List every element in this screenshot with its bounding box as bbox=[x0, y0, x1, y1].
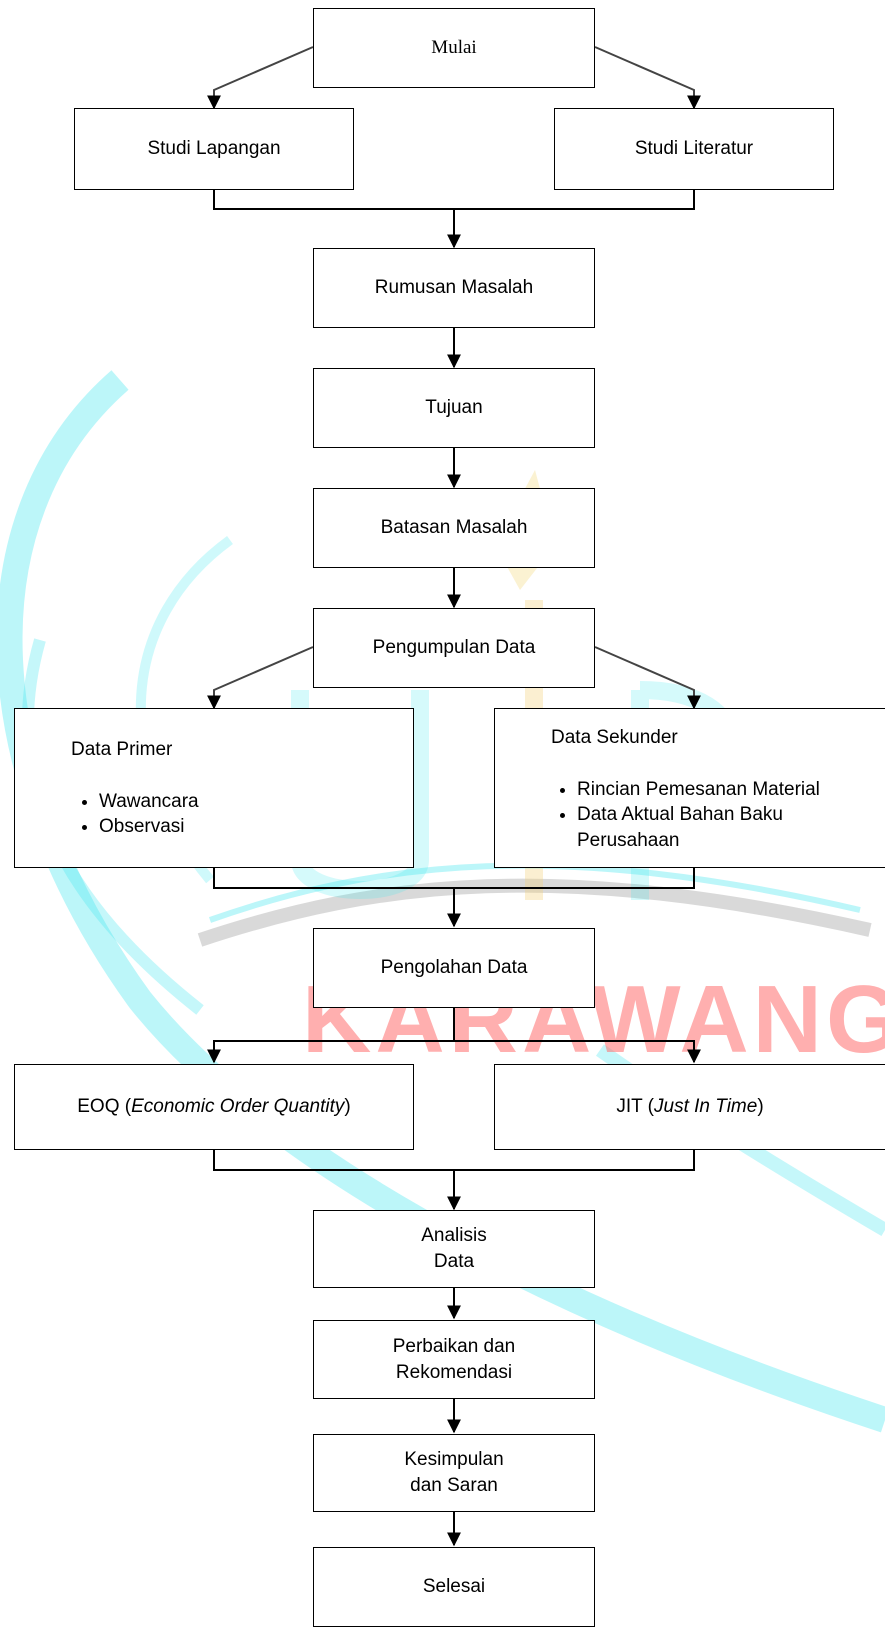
jit-suffix: ) bbox=[757, 1096, 764, 1118]
edge-pengumpulan-primer bbox=[207, 646, 314, 710]
jit-prefix: JIT ( bbox=[616, 1096, 654, 1118]
data-primer-title: Data Primer bbox=[71, 739, 173, 760]
node-studi-lapangan-label: Studi Lapangan bbox=[147, 138, 281, 160]
eoq-italic: Economic Order Quantity bbox=[131, 1096, 345, 1118]
data-sekunder-item: Rincian Pemesanan Material bbox=[577, 777, 877, 803]
node-analisis-data-line: Data bbox=[433, 1251, 475, 1272]
node-analisis-data-line: Analisis bbox=[421, 1225, 487, 1247]
node-selesai-label: Selesai bbox=[422, 1576, 486, 1598]
edge-split-bar bbox=[213, 1040, 695, 1052]
node-pengolahan-data: Pengolahan Data bbox=[313, 928, 595, 1008]
data-primer-list: Wawancara Observasi bbox=[71, 789, 199, 840]
edge-method-merge bbox=[213, 1150, 695, 1171]
data-sekunder-list: Rincian Pemesanan Material Data Aktual B… bbox=[551, 777, 877, 854]
node-perbaikan-rekomendasi: Perbaikan dan Rekomendasi bbox=[313, 1320, 595, 1399]
node-kesimpulan-line: dan Saran bbox=[410, 1475, 498, 1496]
node-eoq: EOQ (Economic Order Quantity) bbox=[14, 1064, 414, 1150]
data-primer-item: Wawancara bbox=[99, 789, 199, 815]
edge-mulai-studi-lapangan bbox=[207, 46, 314, 110]
data-sekunder-title: Data Sekunder bbox=[551, 727, 678, 748]
node-studi-lapangan: Studi Lapangan bbox=[74, 108, 354, 190]
node-perbaikan-line: Perbaikan dan bbox=[392, 1335, 516, 1357]
node-mulai-label: Mulai bbox=[431, 37, 477, 59]
node-jit-label: JIT (Just In Time) bbox=[616, 1094, 763, 1120]
node-tujuan-label: Tujuan bbox=[425, 397, 483, 419]
node-batasan-masalah: Batasan Masalah bbox=[313, 488, 595, 568]
node-studi-literatur-label: Studi Literatur bbox=[634, 138, 754, 160]
eoq-suffix: ) bbox=[344, 1096, 351, 1118]
node-tujuan: Tujuan bbox=[313, 368, 595, 448]
node-kesimpulan-line: Kesimpulan bbox=[404, 1449, 504, 1471]
node-pengolahan-data-label: Pengolahan Data bbox=[380, 957, 528, 979]
data-primer-item: Observasi bbox=[99, 814, 199, 840]
node-perbaikan-line: Rekomendasi bbox=[395, 1361, 513, 1383]
node-mulai: Mulai bbox=[313, 8, 595, 88]
node-studi-literatur: Studi Literatur bbox=[554, 108, 834, 190]
node-pengumpulan-data-label: Pengumpulan Data bbox=[372, 637, 536, 659]
node-data-primer: Data Primer Wawancara Observasi bbox=[14, 708, 414, 868]
node-rumusan-masalah-label: Rumusan Masalah bbox=[374, 277, 534, 299]
node-pengumpulan-data: Pengumpulan Data bbox=[313, 608, 595, 688]
node-analisis-data: Analisis Data bbox=[313, 1210, 595, 1288]
node-jit: JIT (Just In Time) bbox=[494, 1064, 885, 1150]
node-rumusan-masalah: Rumusan Masalah bbox=[313, 248, 595, 328]
edge-mulai-studi-literatur bbox=[594, 46, 701, 110]
jit-italic: Just In Time bbox=[654, 1096, 758, 1118]
edge-pengumpulan-sekunder bbox=[594, 646, 701, 710]
node-data-sekunder: Data Sekunder Rincian Pemesanan Material… bbox=[494, 708, 885, 868]
edge-studi-merge bbox=[213, 190, 695, 210]
node-selesai: Selesai bbox=[313, 1547, 595, 1627]
edge-data-merge bbox=[213, 868, 695, 889]
eoq-prefix: EOQ ( bbox=[77, 1096, 132, 1118]
node-kesimpulan-saran: Kesimpulan dan Saran bbox=[313, 1434, 595, 1512]
data-sekunder-item: Data Aktual Bahan Baku Perusahaan bbox=[577, 802, 877, 853]
node-eoq-label: EOQ (Economic Order Quantity) bbox=[77, 1094, 350, 1120]
node-batasan-masalah-label: Batasan Masalah bbox=[380, 517, 528, 539]
